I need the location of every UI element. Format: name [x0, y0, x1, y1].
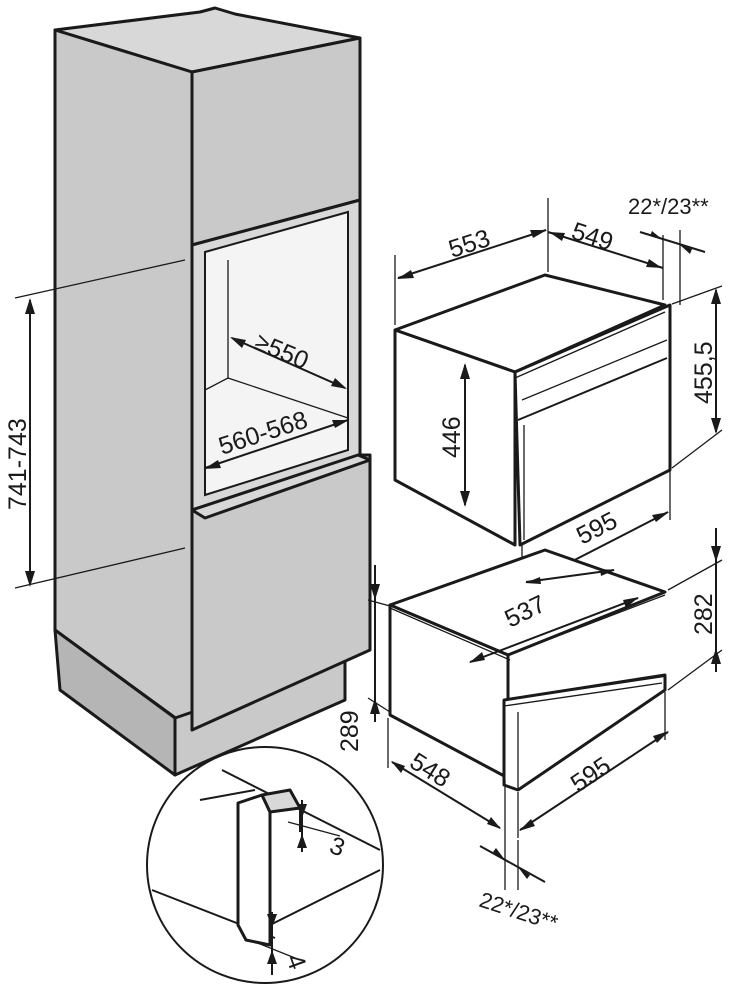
label-446: 446: [438, 416, 466, 458]
label-3: 3: [326, 831, 349, 862]
dim-niche-height: 741-743: [4, 259, 186, 589]
label-595-bottom: 595: [566, 751, 616, 798]
dim-drawer-front-height: 282: [667, 528, 723, 691]
cabinet-side-panel: [53, 28, 194, 732]
dim-oven-body-height: 446: [438, 363, 470, 507]
dim-front-thickness-bottom: 22*/23**: [476, 840, 561, 936]
label-289: 289: [336, 710, 364, 752]
dim-oven-front-height: 455,5: [671, 285, 723, 469]
label-22-23-bottom: 22*/23**: [476, 887, 561, 936]
label-549: 549: [568, 217, 616, 257]
detail-door-edge: [236, 793, 272, 947]
tall-cabinet: [53, 6, 372, 777]
label-455-5: 455,5: [690, 341, 718, 404]
warming-drawer: [388, 548, 667, 792]
oven-body-side: [393, 328, 517, 547]
oven-appliance: [393, 273, 672, 547]
dim-drawer-total-height: 289: [336, 565, 391, 752]
label-741-743: 741-743: [4, 418, 32, 510]
label-282: 282: [690, 593, 718, 635]
cabinet-niche: [204, 210, 349, 497]
label-553: 553: [445, 224, 493, 264]
detail-callout: 3 4: [146, 746, 384, 984]
label-22-23-top: 22*/23**: [628, 194, 709, 219]
label-548: 548: [405, 747, 455, 793]
detail-circle: [146, 746, 384, 984]
